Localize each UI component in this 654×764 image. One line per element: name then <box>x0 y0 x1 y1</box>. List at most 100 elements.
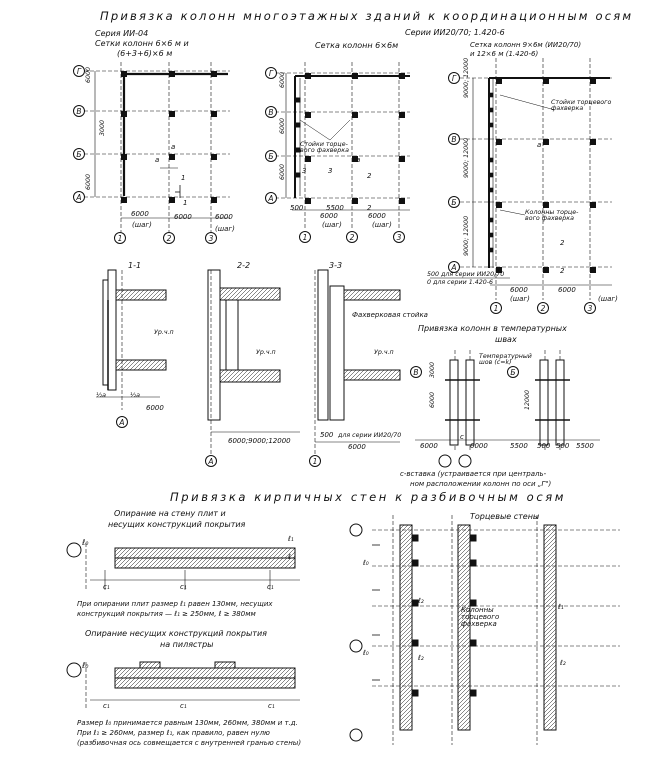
column-mark <box>488 92 494 98</box>
hatch-line <box>543 616 557 630</box>
hatch-line <box>345 289 357 301</box>
hatch-line <box>176 557 188 569</box>
hatch-line <box>543 524 557 538</box>
hatch-line <box>543 532 557 546</box>
hatch-line <box>271 373 281 383</box>
hatch-line <box>543 556 557 570</box>
hatch-line <box>219 369 225 375</box>
hatch-line <box>543 524 549 530</box>
hatch-line <box>399 524 405 530</box>
column-mark <box>121 111 127 117</box>
hatch-line <box>268 677 280 689</box>
brick-label-l: ℓ <box>288 553 291 561</box>
hatch-line <box>543 592 557 606</box>
hatch-line <box>361 289 373 301</box>
hatch-line <box>399 620 413 634</box>
hatch-line <box>457 648 471 662</box>
end-wall-column <box>469 559 477 567</box>
hatch-line <box>161 295 167 301</box>
hatch-line <box>457 548 471 562</box>
hatch-line <box>543 564 557 578</box>
hatch-line <box>399 572 413 586</box>
hatch-line <box>227 369 241 383</box>
column-mark <box>488 187 494 193</box>
hatch-line <box>457 696 471 710</box>
hatch-line <box>457 632 471 646</box>
hatch-line <box>399 548 413 562</box>
hatch-line <box>172 677 184 689</box>
hatch-line <box>349 369 361 381</box>
hatch-line <box>457 600 471 614</box>
hatch-line <box>399 648 413 662</box>
hatch-line <box>263 369 277 383</box>
hatch-line <box>399 600 413 614</box>
hatch-line <box>389 369 401 381</box>
hatch-line <box>543 680 557 694</box>
hatch-line <box>176 547 188 559</box>
hatch-line <box>124 557 136 569</box>
hatch-line <box>343 369 349 375</box>
hatch-line <box>216 661 224 669</box>
end-wall-column <box>469 639 477 647</box>
hatch-line <box>543 560 557 574</box>
column-mark <box>211 154 217 160</box>
brick-label-c1d: c₁ <box>103 702 110 710</box>
hatch-line <box>184 547 196 559</box>
hatch-line <box>252 547 264 559</box>
hatch-line <box>543 660 557 674</box>
hatch-line <box>192 677 204 689</box>
hatch-line <box>399 532 413 546</box>
hatch-line <box>399 716 413 730</box>
section1-dim: 6000 <box>146 404 164 412</box>
hatch-line <box>145 359 157 371</box>
hatch-line <box>141 661 149 669</box>
hatch-line <box>240 547 252 559</box>
hatch-line <box>543 688 557 702</box>
brick-columns-note: Колонны торцевого фахверка <box>461 606 500 628</box>
hatch-line <box>457 656 471 670</box>
hatch-line <box>240 677 252 689</box>
hatch-line <box>137 289 149 301</box>
hatch-line <box>212 547 224 559</box>
plan2-dim-v2: 6000 <box>279 117 286 134</box>
hatch-line <box>272 667 284 679</box>
brick-label-c1c: c₁ <box>267 583 274 591</box>
plan1-axis-V: В <box>73 105 85 117</box>
hatch-line <box>399 640 413 654</box>
hatch-line <box>361 369 373 381</box>
plan2-dim-h3: 6000 <box>320 212 338 220</box>
section2-floor: Ур.ч.п <box>256 349 276 356</box>
section2-axis: А <box>205 455 217 467</box>
hatch-line <box>248 547 260 559</box>
hatch-line <box>457 672 471 686</box>
hatch-line <box>457 652 471 666</box>
section1-ha2: ¹⁄₂a <box>130 392 140 399</box>
plan2-dim-h2: 5500 <box>326 204 344 212</box>
hatch-line <box>276 677 288 689</box>
column-mark <box>488 122 494 128</box>
hatch-line <box>140 557 152 569</box>
hatch-line <box>457 660 471 674</box>
column-mark <box>590 202 596 208</box>
hatch-line <box>243 287 257 301</box>
temp-col3 <box>539 359 549 446</box>
hatch-line <box>116 667 128 679</box>
hatch-line <box>141 359 153 371</box>
hatch-line <box>399 596 413 610</box>
hatch-line <box>543 552 557 566</box>
hatch-line <box>377 289 389 301</box>
hatch-line <box>464 724 471 731</box>
hatch-line <box>168 667 180 679</box>
hatch-line <box>156 557 168 569</box>
column-mark <box>496 139 502 145</box>
hatch-line <box>236 557 248 569</box>
plan3-axis-B: Б <box>448 196 460 208</box>
hatch-line <box>457 684 471 698</box>
hatch-line <box>243 369 257 383</box>
hatch-line <box>268 557 280 569</box>
section1-slab-bottom <box>115 359 167 371</box>
plan2-mark2: 2 <box>367 204 372 212</box>
hatch-line <box>369 289 381 301</box>
hatch-line <box>240 667 252 679</box>
temp-note2: ном расположении колонн по оси „Г") <box>410 480 552 488</box>
